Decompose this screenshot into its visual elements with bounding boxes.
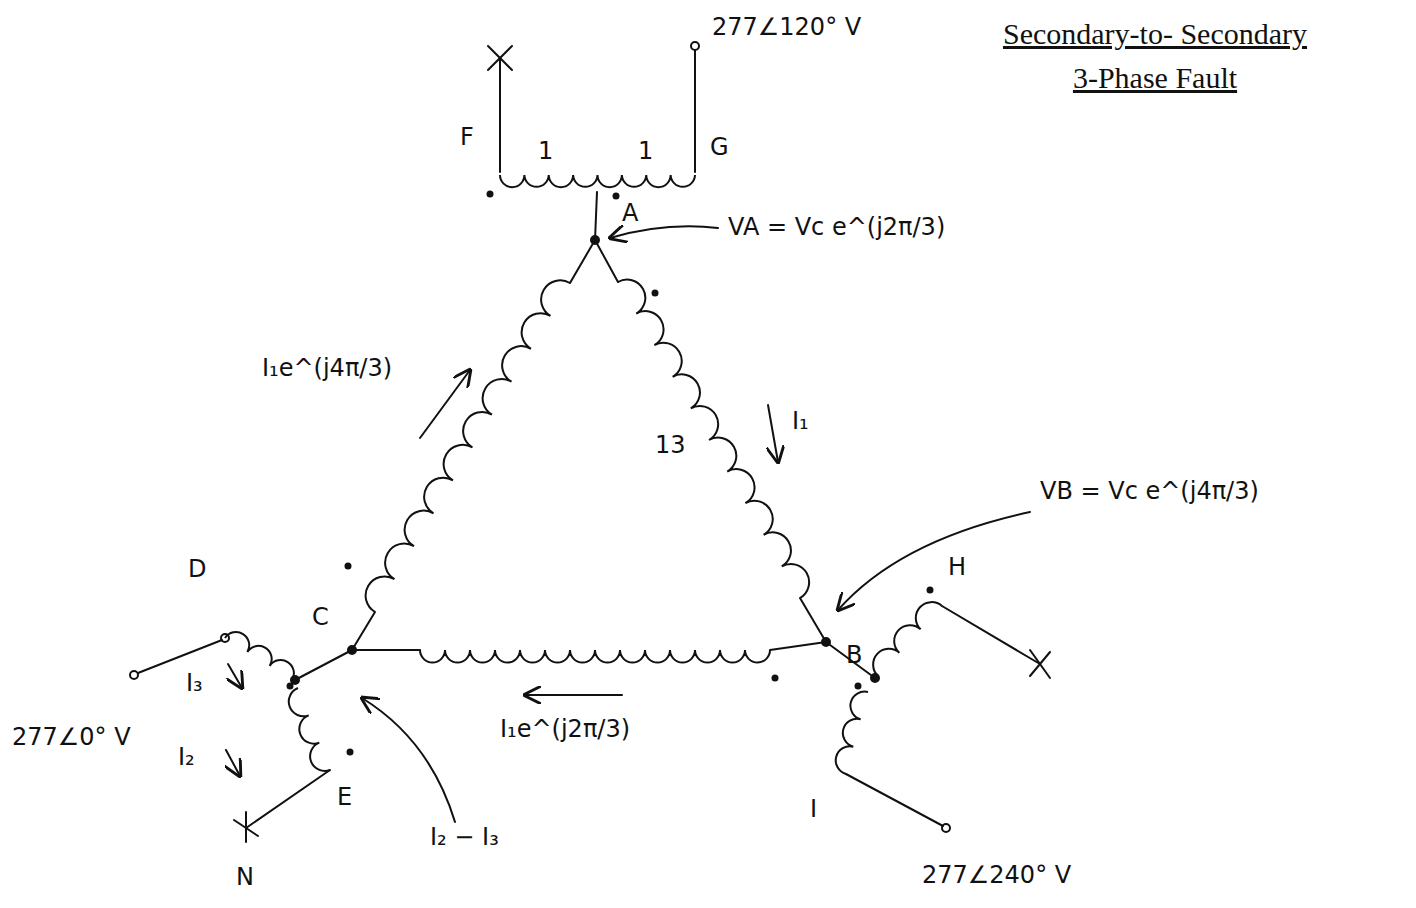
wire	[352, 649, 420, 651]
diagram-label: I₁e^(j2π/3)	[500, 716, 630, 742]
wire	[352, 612, 375, 650]
polarity-dot	[347, 749, 354, 756]
diagram-label: I	[810, 796, 817, 822]
leader-arrow	[838, 512, 1030, 610]
winding-coil	[618, 280, 809, 598]
center-tap-wire	[595, 192, 597, 240]
open-end-mark	[488, 46, 512, 70]
polarity-dot	[487, 191, 494, 198]
diagram-label: B	[846, 642, 862, 668]
wire	[826, 642, 875, 678]
diagram-label: C	[312, 604, 329, 630]
polarity-dot	[927, 587, 934, 594]
lead-wire	[942, 606, 1040, 664]
wire	[570, 240, 595, 283]
diagram-label: 1	[638, 138, 653, 164]
diagram-title: Secondary-to- Secondary 3-Phase Fault	[1000, 12, 1310, 99]
polarity-dot	[613, 193, 620, 200]
current-arrow	[228, 664, 242, 688]
leader-arrow	[610, 226, 718, 238]
diagram-label: VA = Vc e^(j2π/3)	[728, 214, 945, 240]
wire	[595, 240, 618, 282]
polarity-dot	[345, 563, 352, 570]
wire	[800, 598, 826, 642]
open-end-mark	[1030, 650, 1050, 678]
polarity-dot	[855, 683, 862, 690]
diagram-label: I₂	[178, 744, 195, 770]
polarity-dot	[652, 290, 659, 297]
lead-wire	[846, 774, 943, 826]
leader-arrow	[362, 698, 455, 822]
diagram-label: I₁e^(j4π/3)	[262, 355, 392, 381]
polarity-dot	[772, 675, 779, 682]
terminal	[130, 671, 138, 679]
open-end-mark	[1030, 652, 1050, 676]
lead-wire	[246, 770, 330, 828]
open-end-mark	[488, 46, 512, 70]
diagram-label: H	[948, 554, 966, 580]
terminal	[942, 824, 950, 832]
winding-coil	[366, 280, 570, 612]
terminal	[691, 42, 699, 50]
winding-coil	[500, 175, 695, 187]
winding-coil	[836, 692, 868, 774]
lead-wire	[138, 640, 222, 673]
diagram-label: 277∠0° V	[12, 724, 131, 750]
diagram-label: 1	[538, 138, 553, 164]
current-arrow	[525, 694, 622, 696]
polarity-dot	[287, 683, 294, 690]
lead-wire	[694, 50, 696, 172]
diagram-label: G	[710, 134, 729, 160]
wire	[770, 642, 826, 650]
diagram-label: N	[236, 864, 254, 890]
diagram-label: D	[188, 556, 206, 582]
winding-coil	[420, 650, 770, 663]
diagram-label: 277∠120° V	[712, 14, 861, 40]
open-end-mark	[245, 812, 247, 842]
diagram-label: A	[622, 200, 638, 226]
diagram-label: 277∠240° V	[922, 862, 1071, 888]
current-arrow	[768, 405, 778, 462]
diagram-label: I₂ − I₃	[430, 824, 499, 850]
diagram-label: E	[337, 784, 352, 810]
winding-coil	[225, 632, 294, 680]
lead-wire	[499, 58, 501, 172]
diagram-label: I₁	[792, 408, 809, 434]
winding-coil	[873, 602, 942, 676]
diagram-label: 13	[655, 432, 686, 458]
diagram-label: I₃	[186, 670, 203, 696]
winding-coil	[289, 688, 330, 771]
current-arrow	[226, 750, 240, 776]
diagram-label: VB = Vc e^(j4π/3)	[1040, 478, 1259, 504]
diagram-label: F	[460, 124, 474, 150]
wire	[295, 650, 352, 680]
